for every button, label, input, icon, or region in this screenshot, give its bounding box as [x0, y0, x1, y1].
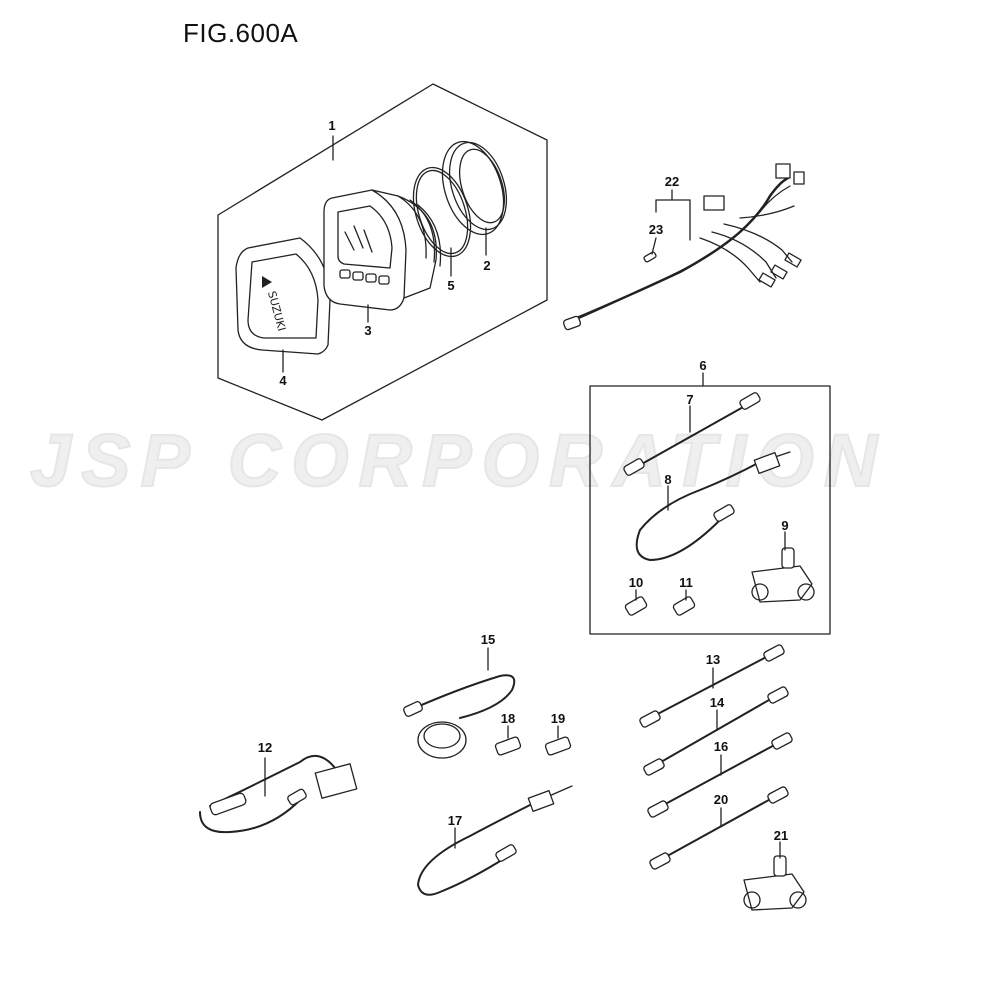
part-17-power-cable	[417, 785, 573, 896]
leader-23	[651, 237, 657, 255]
figure-title: FIG.600A	[183, 18, 299, 48]
callout-12: 12	[257, 740, 273, 755]
callout-21: 21	[773, 828, 789, 843]
callout-23: 23	[648, 222, 664, 237]
callout-16: 16	[713, 739, 729, 754]
callout-1: 1	[328, 118, 336, 133]
callout-9: 9	[781, 518, 789, 533]
part-21-tee-connector	[743, 855, 807, 911]
callout-18: 18	[500, 711, 516, 726]
part-11-terminator	[672, 596, 696, 616]
callout-7: 7	[686, 392, 694, 407]
callout-2: 2	[483, 258, 491, 273]
callout-14: 14	[709, 695, 725, 710]
callout-8: 8	[664, 472, 672, 487]
part-19-terminator	[544, 736, 572, 756]
part-14-cable	[643, 686, 789, 776]
part-15-sensor	[403, 674, 516, 759]
part-12-cable	[199, 754, 358, 834]
part-23-connector	[643, 251, 657, 263]
callout-20: 20	[713, 792, 729, 807]
callout-19: 19	[550, 711, 566, 726]
part-2-nut	[441, 140, 508, 236]
callout-4: 4	[279, 373, 287, 388]
part-22-harness	[562, 163, 805, 331]
part-18-terminator	[494, 736, 522, 756]
kit-1-outline	[217, 83, 548, 421]
callout-5: 5	[447, 278, 455, 293]
callout-17: 17	[447, 813, 463, 828]
part-20-cable	[649, 786, 789, 870]
part-13-cable	[639, 644, 785, 728]
part-4-cover: SUZUKI	[235, 237, 331, 355]
callout-10: 10	[628, 575, 644, 590]
part-16-cable	[647, 732, 793, 818]
part-7-cable	[623, 392, 761, 476]
part-9-tee-connector	[751, 547, 815, 603]
callout-11: 11	[679, 575, 693, 590]
part-8-power-cable	[635, 451, 791, 561]
part-3-display	[323, 189, 442, 311]
kit-6-outline	[589, 385, 831, 635]
callout-13: 13	[705, 652, 721, 667]
part-10-terminator	[624, 596, 648, 616]
callout-22: 22	[664, 174, 680, 189]
part-5-o-ring	[412, 166, 472, 258]
callout-3: 3	[364, 323, 372, 338]
callout-6: 6	[699, 358, 707, 373]
callout-15: 15	[480, 632, 496, 647]
